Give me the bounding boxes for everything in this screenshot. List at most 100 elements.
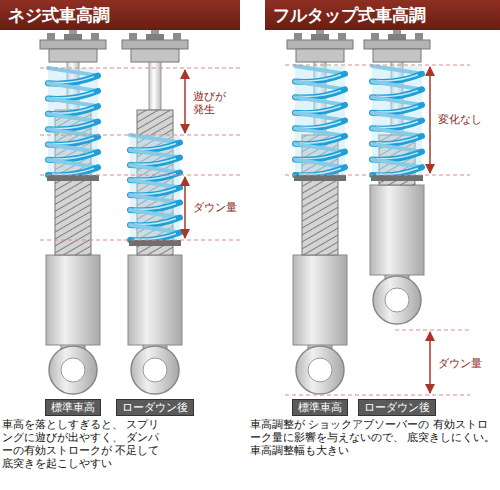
coil-highlight (376, 106, 418, 112)
mount-eye (131, 346, 179, 394)
state-tag: ローダウン後 (116, 399, 194, 416)
coil-back (295, 113, 345, 121)
coil-back (372, 97, 422, 105)
coil-back (48, 160, 98, 168)
guide-group (40, 65, 470, 395)
coil-highlight (52, 153, 94, 159)
coil-highlight (134, 144, 176, 150)
coil-front (295, 167, 345, 175)
shock-absorber (364, 28, 430, 324)
coil-highlight (134, 204, 176, 210)
node-text: フルタップ式車高調 (273, 5, 426, 25)
coil-back (295, 82, 345, 90)
state-tag: 標準車高 (292, 399, 348, 416)
guide-line (40, 68, 240, 69)
coil-highlight (376, 153, 418, 159)
coil-highlight (376, 168, 418, 174)
mount-nut (129, 33, 137, 40)
nut (311, 34, 329, 40)
coil-front (372, 167, 422, 175)
eye-hole (61, 358, 85, 382)
coil-back (295, 144, 345, 152)
coil-highlight (134, 174, 176, 180)
lower-seat (371, 175, 423, 181)
node-text: 標準車高 (51, 401, 95, 414)
coil-highlight (52, 138, 94, 144)
spring-shade (48, 68, 98, 175)
coil-back (372, 159, 422, 167)
damper-body (293, 255, 347, 345)
coil-highlight (134, 159, 176, 165)
node-text: ローダウン後 (364, 401, 430, 414)
upper-seat (296, 49, 344, 62)
nut (388, 34, 406, 40)
shock-group (40, 28, 430, 394)
coil-highlight (52, 92, 94, 98)
mount-eye (49, 346, 97, 394)
dimension-arrow (184, 177, 186, 238)
upper-seat (49, 49, 97, 62)
coil-back (295, 97, 345, 105)
coil-highlight (376, 122, 418, 128)
coil-highlight (376, 137, 418, 143)
dimension-label: ダウン量 (437, 356, 497, 371)
state-tag: 標準車高 (45, 399, 101, 416)
nut (64, 34, 82, 40)
coil-highlight (376, 90, 418, 96)
coil-back (48, 68, 98, 76)
dimension-label: ダウン量 (192, 200, 244, 215)
mount-nut (173, 33, 181, 40)
coil-back (130, 210, 180, 218)
upper-mount (40, 40, 106, 49)
mount-nut (415, 33, 423, 40)
shock-absorber (122, 28, 188, 394)
guide-line (285, 395, 470, 396)
lower-seat (294, 175, 346, 181)
coil-highlight (376, 75, 418, 81)
mount-nut (47, 33, 55, 40)
coil-highlight (299, 137, 341, 143)
dimension-arrow (184, 70, 186, 133)
coil-highlight (299, 75, 341, 81)
coil-front (48, 167, 98, 175)
mount-nut (371, 33, 379, 40)
coil-highlight (299, 153, 341, 159)
state-tag: ローダウン後 (358, 399, 436, 416)
coil-back (295, 66, 345, 74)
coil-highlight (52, 168, 94, 174)
mount-eye (373, 276, 421, 324)
spring-shade (372, 66, 422, 175)
coil-back (130, 165, 180, 173)
coil-back (372, 128, 422, 136)
eye-hole (385, 288, 409, 312)
mount-nut (338, 33, 346, 40)
node-text: ネジ式車高調 (8, 5, 110, 25)
dimension-label: 遊びが発生 (192, 89, 230, 117)
coil-highlight (134, 219, 176, 225)
coil-back (130, 135, 180, 143)
shock-absorber (40, 28, 106, 394)
lower-seat (47, 175, 99, 181)
coil-back (130, 150, 180, 158)
coil-highlight (52, 77, 94, 83)
piston-rod (149, 56, 161, 110)
spring-shade (130, 135, 180, 240)
coil-highlight (134, 189, 176, 195)
coil-highlight (52, 107, 94, 113)
coil-back (130, 225, 180, 233)
coil-back (130, 180, 180, 188)
upper-seat (131, 49, 179, 62)
section-title: ネジ式車高調 (0, 0, 240, 30)
damper-body (128, 255, 182, 345)
dimension-arrow (429, 67, 431, 173)
coil-highlight (299, 168, 341, 174)
damper-body (46, 255, 100, 345)
coil-back (48, 144, 98, 152)
spring-shade (295, 66, 345, 175)
mount-nut (91, 33, 99, 40)
nut (146, 34, 164, 40)
coil-back (295, 159, 345, 167)
coil-highlight (299, 106, 341, 112)
